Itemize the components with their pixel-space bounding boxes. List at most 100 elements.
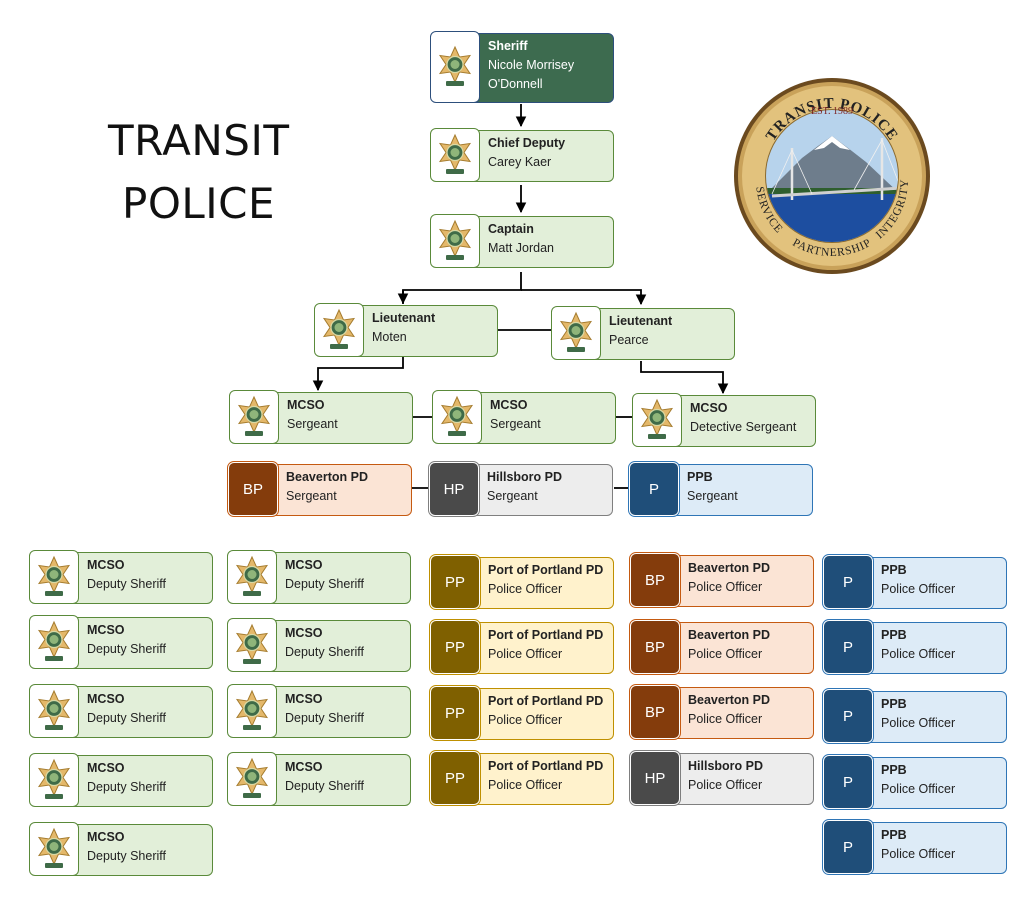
card-title: PPB [687,470,713,484]
card-subtitle: O'Donnell [488,77,543,91]
card-title: Sheriff [488,39,528,53]
ppb-badge-icon: P [628,461,680,517]
port-of-portland-badge-icon: PP [429,554,481,610]
sheriff-star-icon [430,128,480,182]
card-title: Beaverton PD [286,470,368,484]
card-title: MCSO [87,558,125,572]
sergeant-card[interactable]: BP Beaverton PD Sergeant [227,461,412,517]
card-subtitle: Police Officer [488,778,563,792]
card-title: PPB [881,563,907,577]
port-of-portland-officer-card[interactable]: PP Port of Portland PD Police Officer [429,750,614,806]
ppb-badge-icon: P [822,619,874,675]
beaverton-pd-badge-icon: BP [629,619,681,675]
sheriff-star-icon [29,615,79,669]
card-subtitle: Police Officer [881,782,956,796]
seal-est-text: EST. 1989 [811,106,853,117]
mcso-officer-card[interactable]: MCSO Deputy Sheriff [29,550,213,604]
sheriff-star-icon [430,214,480,268]
beaverton-hillsboro-officer-card[interactable]: BP Beaverton PD Police Officer [629,552,814,608]
sheriff-star-icon [227,684,277,738]
sheriff-star-icon [29,753,79,807]
card-subtitle: Deputy Sheriff [87,577,166,591]
port-of-portland-officer-card[interactable]: PP Port of Portland PD Police Officer [429,554,614,610]
card-subtitle: Nicole Morrisey [488,58,575,72]
sheriff-star-icon [29,684,79,738]
card-subtitle: Moten [372,330,407,344]
card-subtitle: Sergeant [286,489,337,503]
ppb-officer-card[interactable]: P PPB Police Officer [822,754,1007,810]
card-subtitle: Police Officer [688,712,763,726]
card-subtitle: Deputy Sheriff [285,711,364,725]
card-subtitle: Detective Sergeant [690,420,797,434]
card-title: Lieutenant [372,311,436,325]
sheriff-star-icon [229,390,279,444]
card-title: MCSO [87,623,125,637]
hillsboro-pd-badge-icon: HP [428,461,480,517]
port-of-portland-badge-icon: PP [429,685,481,741]
beaverton-pd-badge-icon: BP [629,552,681,608]
card-title: PPB [881,828,907,842]
card-subtitle: Police Officer [488,713,563,727]
connector-moten-sergeant [312,357,404,392]
card-subtitle: Police Officer [488,582,563,596]
card-title: Beaverton PD [688,561,770,575]
card-title: PPB [881,697,907,711]
beaverton-hillsboro-officer-card[interactable]: BP Beaverton PD Police Officer [629,684,814,740]
transit-police-seal-icon: TRANSIT POLICE EST. 1989 SERVICE PARTNER… [734,78,930,274]
card-subtitle: Deputy Sheriff [285,645,364,659]
card-subtitle: Carey Kaer [488,155,552,169]
card-subtitle: Police Officer [688,580,763,594]
beaverton-pd-badge-icon: BP [629,684,681,740]
card-title: Port of Portland PD [488,563,604,577]
card-title: Beaverton PD [688,693,770,707]
card-title: PPB [881,763,907,777]
ppb-badge-icon: P [822,819,874,875]
card-title: Lieutenant [609,314,673,328]
card-title: Port of Portland PD [488,759,604,773]
ppb-badge-icon: P [822,754,874,810]
card-subtitle: Police Officer [688,647,763,661]
card-title: PPB [881,628,907,642]
page-title-line-2: POLICE [122,179,276,228]
sheriff-star-icon [227,752,277,806]
connector-pearce-detective [640,361,729,395]
port-of-portland-badge-icon: PP [429,750,481,806]
card-subtitle: Deputy Sheriff [285,779,364,793]
card-title: Port of Portland PD [488,628,604,642]
card-subtitle: Police Officer [881,716,956,730]
card-subtitle: Deputy Sheriff [87,780,166,794]
card-subtitle: Deputy Sheriff [87,849,166,863]
hillsboro-pd-badge-icon: HP [629,750,681,806]
sheriff-star-icon [551,306,601,360]
beaverton-pd-badge-icon: BP [227,461,279,517]
sheriff-star-icon [430,31,480,103]
page-title-line-1: TRANSIT [108,116,290,165]
